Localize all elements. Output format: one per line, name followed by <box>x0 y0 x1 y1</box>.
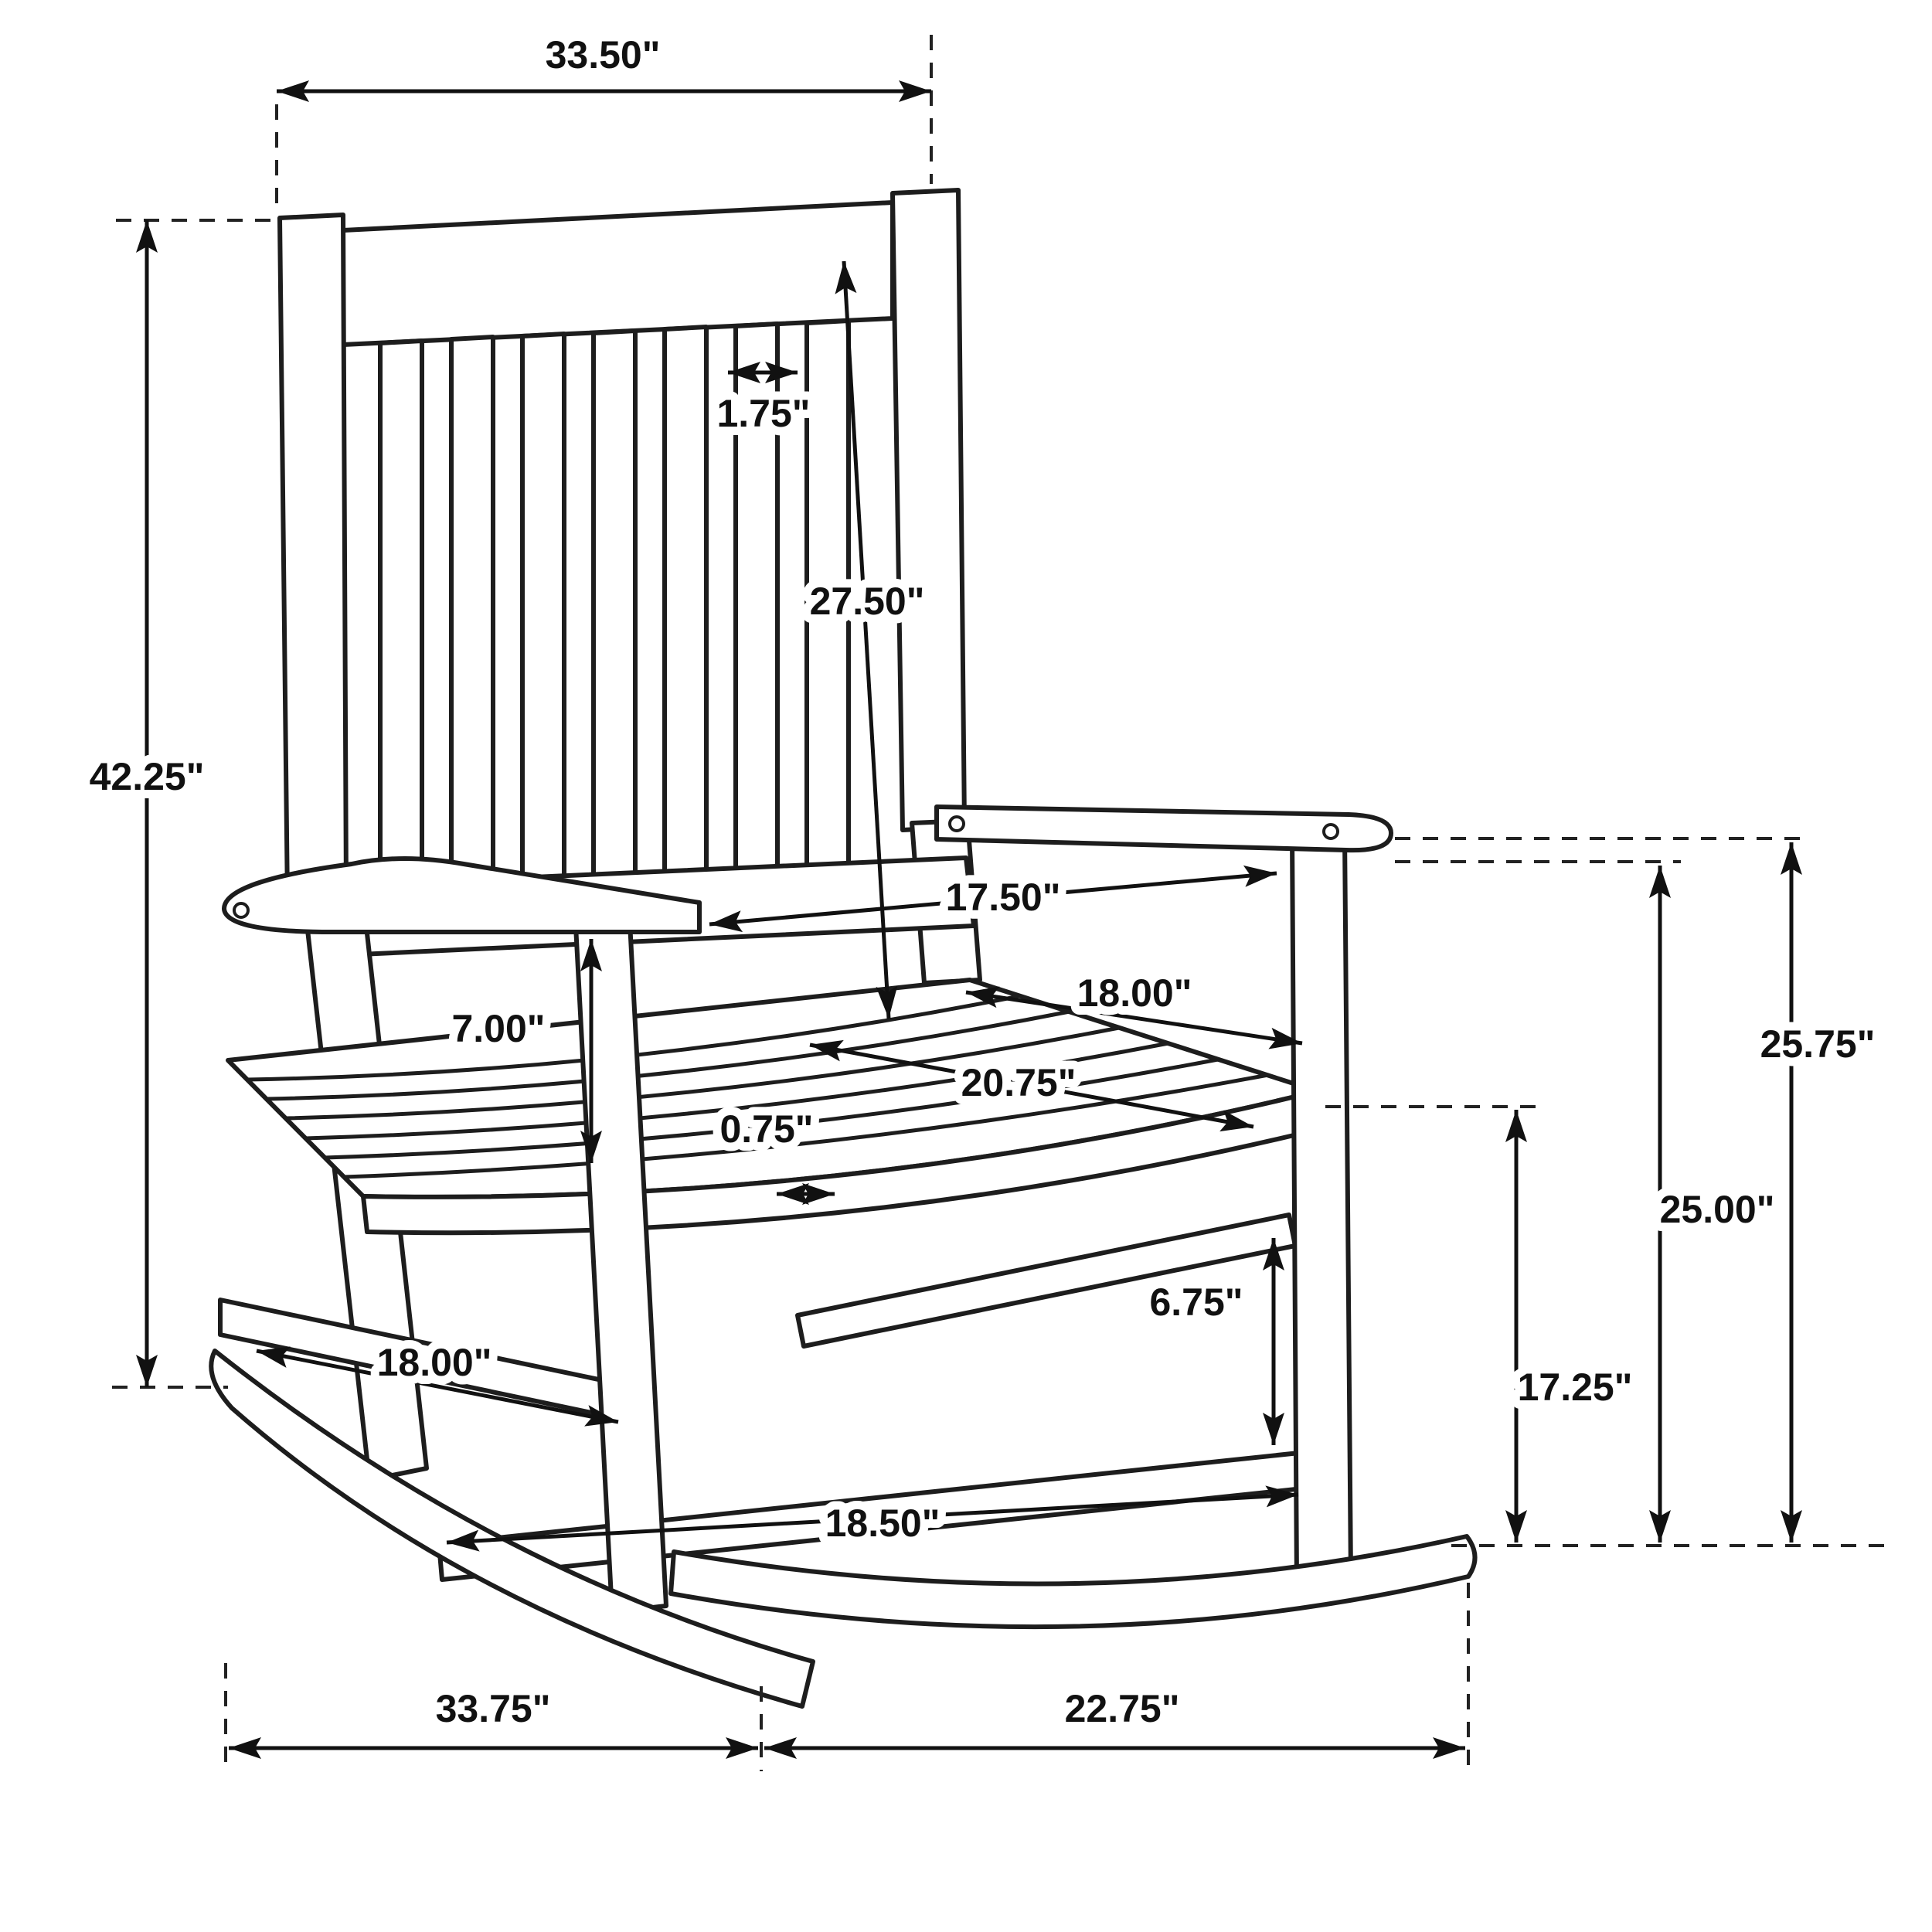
back-slat <box>591 328 638 878</box>
dim-arm-to-seat: 7.00" <box>443 939 602 1163</box>
dim-side-overall-height-label: 25.75" <box>1760 1022 1876 1066</box>
dimension-arrow <box>256 1346 619 1427</box>
dim-side-stretcher-label: 18.00" <box>377 1341 492 1384</box>
armrest-screw <box>233 902 250 919</box>
chair-back <box>277 188 982 1482</box>
dimension-arrow <box>965 986 1303 1049</box>
dim-slat-width: 1.75" <box>708 362 819 444</box>
dim-seat-slat-gap: 0.75" <box>711 1099 835 1205</box>
chair-seat <box>226 978 1325 1236</box>
dim-seat-depth: 18.00" <box>965 963 1303 1049</box>
dim-overall-width-label: 33.50" <box>546 33 661 77</box>
back-slat <box>520 332 566 882</box>
dim-bottom-stretcher: 18.50" <box>446 1485 1299 1553</box>
dim-seat-height-label: 17.25" <box>1518 1366 1633 1409</box>
dim-seat-depth-label: 18.00" <box>1077 971 1192 1015</box>
dim-stretcher-gap: 6.75" <box>1141 1238 1284 1445</box>
back-slats <box>378 318 851 888</box>
dim-seat-width: 20.75" <box>809 1039 1254 1132</box>
dim-rocker-front-length-label: 33.75" <box>436 1687 551 1730</box>
armrest-screw <box>948 815 965 832</box>
dim-arm-to-seat-label: 7.00" <box>451 1007 545 1050</box>
front-right-leg <box>1290 831 1353 1585</box>
dim-arm-inner-width: 17.50" <box>709 865 1277 933</box>
dimension-arrow <box>446 1485 1299 1552</box>
dim-arm-inner-width-label: 17.50" <box>946 876 1061 919</box>
dim-rocker-front-length: 33.75" <box>224 1663 763 1771</box>
dim-arm-height: 25.00" <box>1395 860 1783 1543</box>
right-armrest <box>934 804 1393 853</box>
dim-back-inner-height-label: 27.50" <box>810 580 925 623</box>
back-post-left <box>277 213 349 905</box>
dim-back-inner-height: 27.50" <box>801 260 933 1019</box>
chair-drawing <box>209 188 1478 1709</box>
back-slat <box>662 325 709 875</box>
dim-seat-slat-gap-label: 0.75" <box>719 1107 813 1151</box>
dim-side-overall-height: 25.75" <box>1395 837 1895 1547</box>
seat-slat-line <box>264 1009 1072 1101</box>
back-slat <box>449 335 495 885</box>
dim-bottom-stretcher-label: 18.50" <box>825 1502 940 1545</box>
dim-seat-height: 17.25" <box>1325 1105 1641 1543</box>
dim-rocker-back-length: 22.75" <box>764 1583 1470 1771</box>
dim-back-height-label: 42.25" <box>90 755 205 798</box>
back-slat <box>378 338 424 888</box>
dim-slat-width-label: 1.75" <box>716 392 810 435</box>
dim-arm-height-label: 25.00" <box>1660 1188 1775 1231</box>
rockers <box>209 1349 1478 1709</box>
armrest-screw <box>1322 823 1339 840</box>
dim-stretcher-gap-label: 6.75" <box>1149 1281 1243 1324</box>
dim-seat-width-label: 20.75" <box>961 1061 1077 1104</box>
right-rocker <box>668 1534 1478 1630</box>
dim-rocker-back-length-label: 22.75" <box>1065 1687 1180 1730</box>
left-armrest <box>222 856 702 934</box>
dim-back-height: 42.25" <box>81 219 270 1389</box>
dimension-arrow <box>709 865 1277 933</box>
dimension-arrow <box>809 1039 1254 1132</box>
back-post-right-upper <box>890 188 967 832</box>
armrests <box>222 804 1393 934</box>
dim-side-stretcher: 18.00" <box>256 1332 619 1427</box>
left-rocker <box>209 1349 815 1709</box>
dim-overall-width: 33.50" <box>275 25 933 210</box>
